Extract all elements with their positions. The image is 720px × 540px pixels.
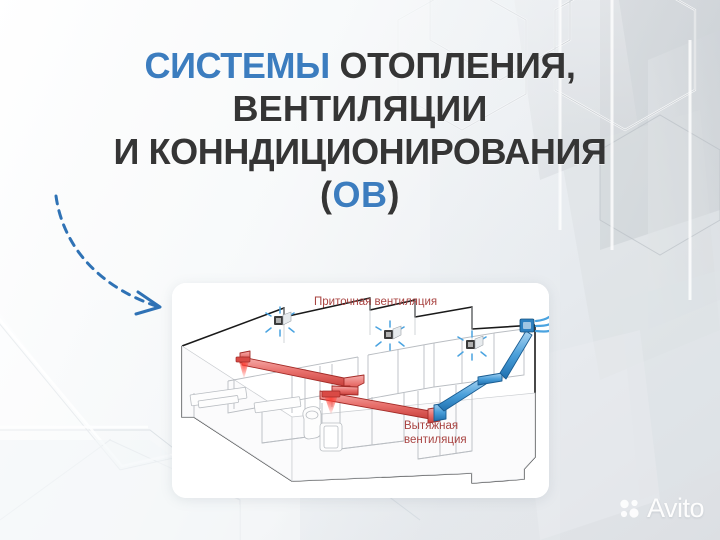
exhaust-diffuser bbox=[235, 356, 341, 415]
headline-accent-word: СИСТЕМЫ bbox=[144, 45, 330, 86]
hvac-floorplan-diagram: Приточная вентиляция Вытяжная вентиляция bbox=[172, 283, 549, 498]
avito-watermark: Avito bbox=[618, 493, 705, 523]
supply-duct bbox=[433, 330, 533, 422]
label-exhaust-ventilation-line1: Вытяжная bbox=[404, 420, 458, 432]
avito-wordmark: Avito bbox=[646, 493, 705, 523]
headline-paren-close: ) bbox=[387, 174, 400, 215]
label-supply-ventilation: Приточная вентиляция bbox=[314, 296, 437, 308]
headline-paren-open: ( bbox=[320, 174, 333, 215]
label-exhaust-ventilation-line2: вентиляция bbox=[404, 434, 467, 446]
avito-logo-icon bbox=[620, 499, 639, 518]
dashed-curved-arrow-icon bbox=[54, 194, 162, 316]
headline-line-1: СИСТЕМЫ ОТОПЛЕНИЯ, bbox=[0, 44, 720, 87]
ceiling-diffuser-group bbox=[265, 306, 487, 361]
illustration-card: Приточная вентиляция Вытяжная вентиляция bbox=[172, 283, 549, 498]
headline-line-1-rest: ОТОПЛЕНИЯ, bbox=[329, 45, 576, 86]
headline-line-4: (ОВ) bbox=[0, 173, 720, 216]
exterior-air-outlet bbox=[519, 315, 549, 333]
headline-abbreviation: ОВ bbox=[332, 174, 388, 215]
headline-block: СИСТЕМЫ ОТОПЛЕНИЯ, ВЕНТИЛЯЦИИ И КОННДИЦИ… bbox=[0, 44, 720, 216]
headline-line-2: ВЕНТИЛЯЦИИ bbox=[232, 88, 488, 129]
headline-line-3: И КОННДИЦИОНИРОВАНИЯ bbox=[113, 131, 607, 172]
